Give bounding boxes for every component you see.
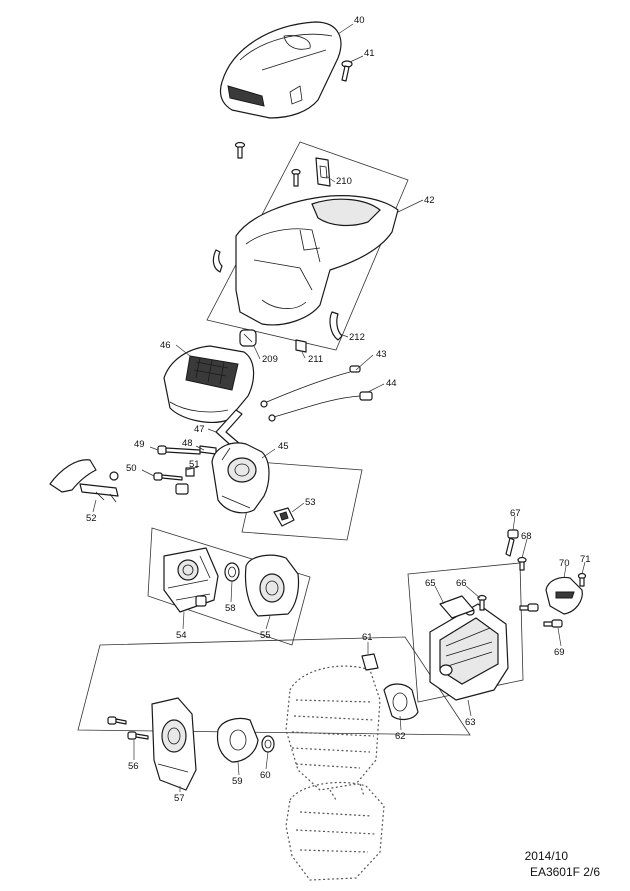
block-211-part <box>295 339 307 353</box>
clip-210-part <box>315 157 331 187</box>
screw-66-part <box>477 594 487 611</box>
top-cover-part <box>219 21 342 119</box>
callout-41: 41 <box>364 48 375 59</box>
bolt-48-part <box>199 445 217 455</box>
callout-55: 55 <box>260 630 271 641</box>
frame-engine-group <box>77 636 471 736</box>
callout-44: 44 <box>386 378 397 389</box>
callout-45: 45 <box>278 441 289 452</box>
callout-46: 46 <box>160 340 171 351</box>
callout-40: 40 <box>354 15 365 26</box>
ring-60-part <box>261 735 275 753</box>
block-53-part <box>273 507 295 527</box>
screw-71-part <box>577 572 587 587</box>
callout-52: 52 <box>86 513 97 524</box>
engine-ghost-outline <box>285 665 385 881</box>
callout-54: 54 <box>176 630 187 641</box>
callout-209: 209 <box>262 354 278 365</box>
bolt-69-part <box>519 603 563 628</box>
callout-60: 60 <box>260 770 271 781</box>
nut-51-part <box>175 467 195 495</box>
air-filter-part <box>163 345 255 423</box>
frame-muffler-group <box>407 562 524 703</box>
screw-68-part <box>517 556 527 571</box>
lever-52-part <box>49 459 119 503</box>
callout-66: 66 <box>456 578 467 589</box>
cable-43-part <box>260 365 361 408</box>
callout-59: 59 <box>232 776 243 787</box>
gasket-62-part <box>383 683 419 721</box>
callout-labels: 40 41 42 210 43 44 45 46 209 211 212 47 … <box>86 15 591 804</box>
callout-63: 63 <box>465 717 476 728</box>
callout-47: 47 <box>194 424 205 435</box>
callout-68: 68 <box>521 531 532 542</box>
callout-48: 48 <box>182 438 193 449</box>
callout-58: 58 <box>225 603 236 614</box>
plate-65-part <box>439 595 475 619</box>
carburetor-part <box>163 547 219 613</box>
hook-212-part <box>212 249 343 341</box>
callout-56: 56 <box>128 761 139 772</box>
callout-62: 62 <box>395 731 406 742</box>
footer-date: 2014/10 <box>524 849 568 863</box>
screw-50-part <box>153 472 183 481</box>
callout-67: 67 <box>510 508 521 519</box>
callout-69: 69 <box>554 647 565 658</box>
callout-211: 211 <box>308 354 323 365</box>
leader-lines <box>92 23 586 792</box>
screw-41-part <box>341 60 353 82</box>
muffler-part <box>429 603 509 701</box>
callout-42: 42 <box>424 195 435 206</box>
callout-210: 210 <box>336 176 352 187</box>
callout-212: 212 <box>349 332 365 343</box>
grommet-209-part <box>239 329 257 347</box>
callout-57: 57 <box>174 793 185 804</box>
callout-51: 51 <box>189 459 200 470</box>
boot-59-part <box>216 717 259 763</box>
callout-65: 65 <box>425 578 436 589</box>
footer-document-code: EA3601F 2/6 <box>529 865 600 879</box>
intake-adaptor-part <box>244 554 300 617</box>
intake-manifold-part <box>211 442 270 514</box>
bolt-67-part <box>505 529 519 557</box>
screw-56-part <box>107 716 149 740</box>
cable-44-part <box>268 391 373 422</box>
plate-57-part <box>151 697 197 791</box>
callout-61: 61 <box>362 632 373 643</box>
rear-handle-housing-part <box>235 195 399 326</box>
block-61-part <box>361 653 379 671</box>
callout-49: 49 <box>134 439 145 450</box>
deflector-70-part <box>545 576 583 615</box>
callout-50: 50 <box>126 463 137 474</box>
ring-58-part <box>224 562 240 582</box>
callout-70: 70 <box>559 558 570 569</box>
callout-43: 43 <box>376 349 387 360</box>
callout-71: 71 <box>580 554 591 565</box>
bolt-49-part <box>157 445 201 455</box>
callout-53: 53 <box>305 497 316 508</box>
housing-screws-part <box>234 141 301 187</box>
